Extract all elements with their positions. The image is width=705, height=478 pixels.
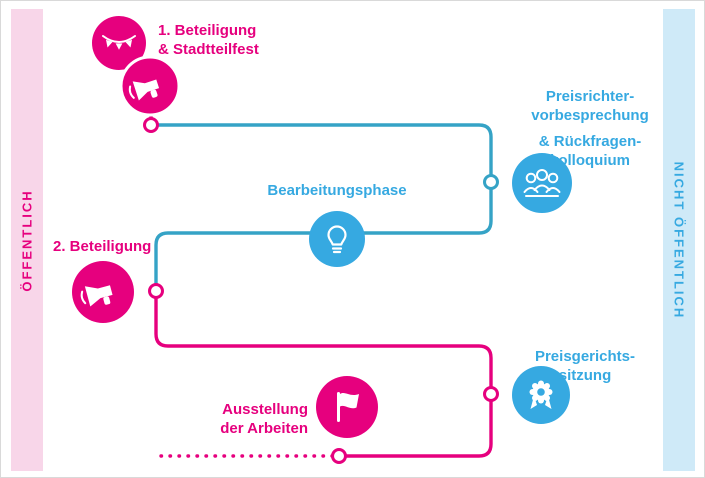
- label-bearbeitungsphase: Bearbeitungsphase: [267, 182, 407, 199]
- label-ausstellung-line2: der Arbeiten: [220, 420, 308, 437]
- flow-line-to-ausstellung: [343, 398, 493, 458]
- label-preisgericht-line2: sitzung: [558, 367, 612, 384]
- connector-node-3: [148, 283, 164, 299]
- label-ausstellung-line1: Ausstellung: [222, 401, 308, 418]
- banner-icon: [102, 35, 136, 50]
- label-beteiligung1-line2: & Stadtteilfest: [158, 41, 259, 58]
- label-ausstellung: Ausstellung der Arbeiten: [196, 400, 308, 438]
- connector-node-2: [483, 174, 499, 190]
- ausstellung-bubble: [316, 376, 378, 438]
- label-preisrichter-line1: Preisrichter-: [545, 88, 635, 105]
- connector-node-4: [483, 386, 499, 402]
- connector-node-1: [143, 117, 159, 133]
- label-preisrichter-line2: vorbesprechung: [531, 107, 649, 124]
- label-beteiligung1-line1: 1. Beteiligung: [158, 22, 257, 39]
- megaphone-icon: [128, 79, 160, 101]
- lightbulb-icon: [327, 225, 347, 254]
- award-icon: [529, 380, 553, 409]
- label-beteiligung2: 2. Beteiligung: [53, 238, 152, 255]
- label-preisrichter-line4: kolloquium: [550, 152, 630, 169]
- bearbeitungsphase-bubble: [309, 211, 365, 267]
- band-nicht-oeffentlich: NICHT ÖFFENTLICH: [663, 9, 695, 471]
- connector-node-5: [331, 448, 347, 464]
- label-preisgericht: Preisgerichts- sitzung: [515, 347, 655, 385]
- label-preisgericht-line1: Preisgerichts-: [534, 348, 636, 365]
- preisrichter-bubble: [512, 153, 572, 213]
- megaphone-icon: [80, 285, 113, 307]
- label-preisrichter: Preisrichter- vorbesprechung & Rückfrage…: [514, 87, 666, 170]
- people-icon: [523, 169, 561, 197]
- flow-line-to-preisgericht: [154, 295, 493, 390]
- band-oeffentlich: ÖFFENTLICH: [11, 9, 43, 471]
- label-beteiligung1: 1. Beteiligung & Stadtteilfest: [158, 21, 259, 59]
- flow-line-to-preisrichter: [155, 123, 493, 178]
- flag-icon: [337, 392, 359, 422]
- label-preisrichter-line3: & Rückfragen-: [538, 133, 642, 150]
